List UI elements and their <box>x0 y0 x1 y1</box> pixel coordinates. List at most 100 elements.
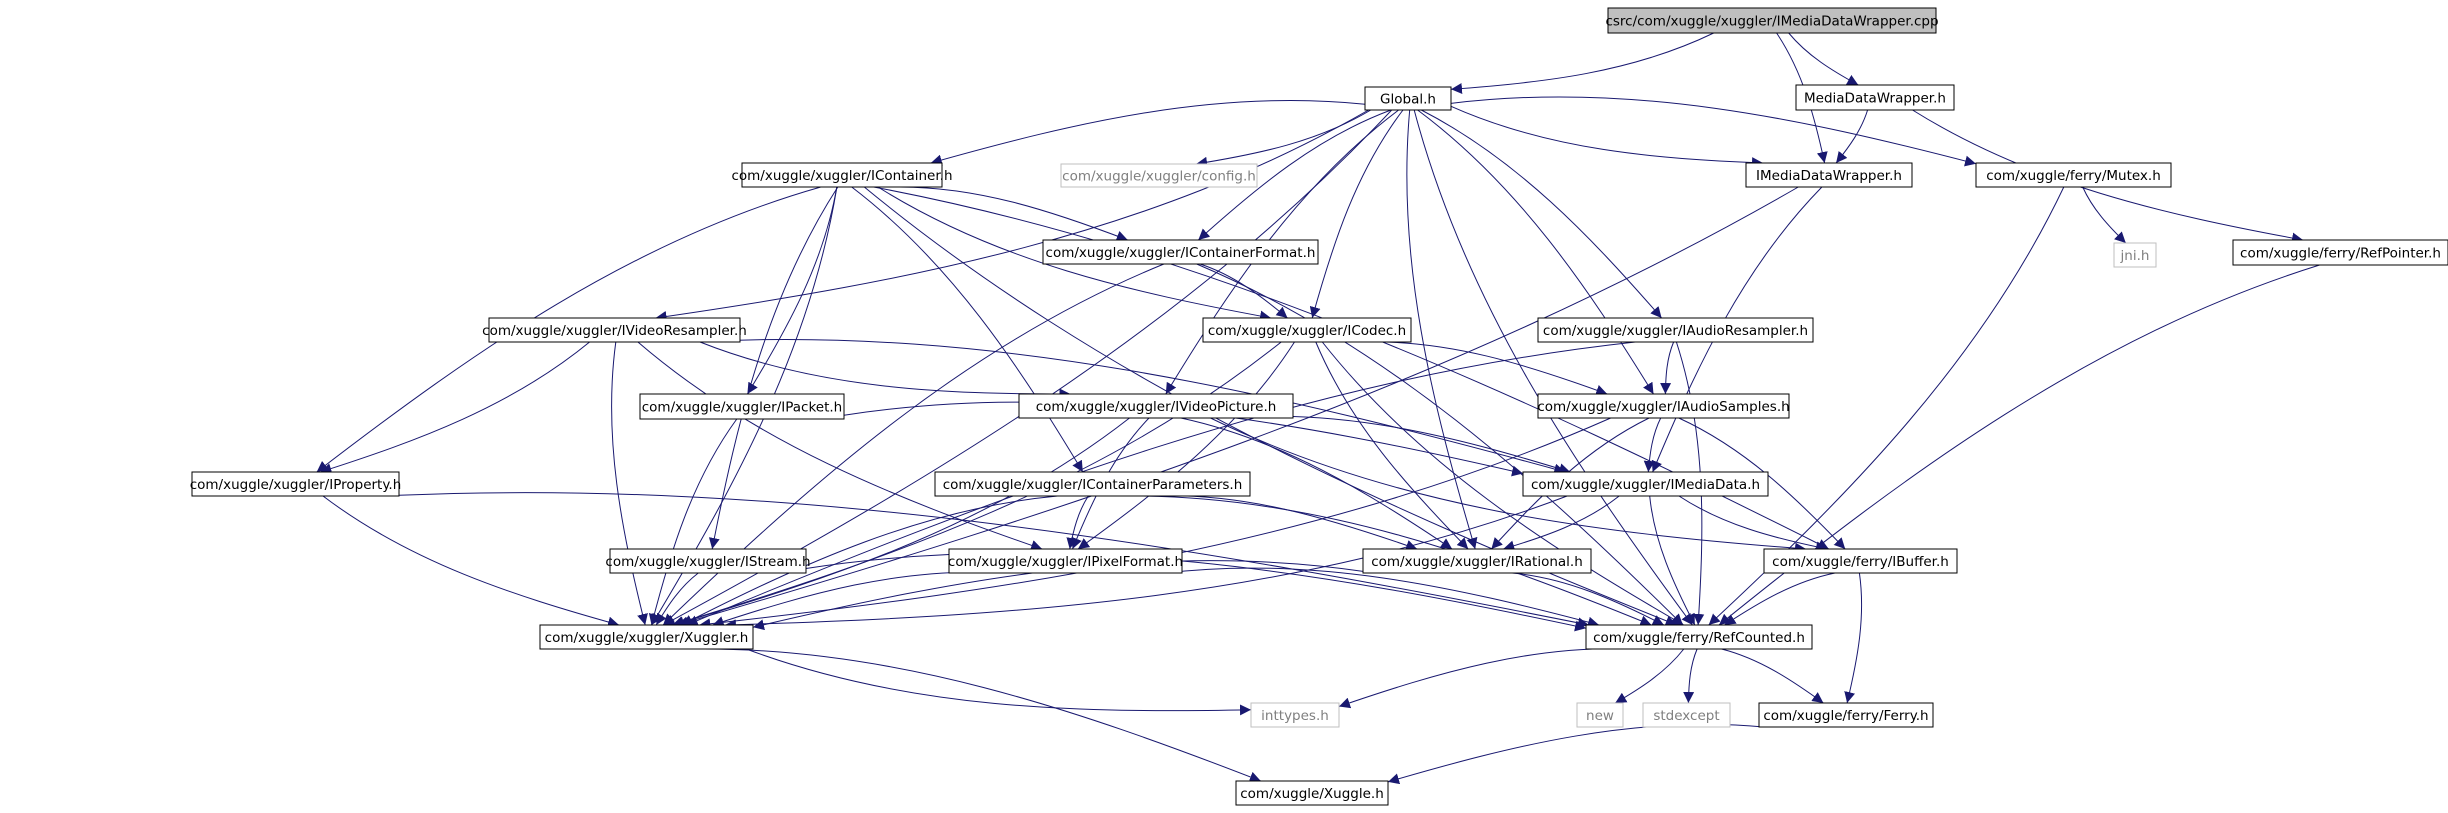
edge-ivp-to-irational <box>1180 417 1453 550</box>
node-iar-label: com/xuggle/xuggler/IAudioResampler.h <box>1543 323 1808 339</box>
node-iprop-label: com/xuggle/xuggler/IProperty.h <box>190 477 402 493</box>
edge-icp-to-xuggler <box>681 495 1058 626</box>
edge-root-to-global <box>1450 32 1714 95</box>
node-xuggle-box <box>1235 780 1389 806</box>
node-new-label: new <box>1586 708 1614 724</box>
edge-icodec-to-ipf <box>1077 341 1295 550</box>
node-ivp[interactable]: com/xuggle/xuggler/IVideoPicture.h <box>1018 393 1294 419</box>
node-mdw[interactable]: MediaDataWrapper.h <box>1795 84 1955 111</box>
node-irational-label: com/xuggle/xuggler/IRational.h <box>1371 554 1583 570</box>
node-imd[interactable]: com/xuggle/xuggler/IMediaData.h <box>1522 471 1769 497</box>
edge-istream-to-refcounted <box>805 552 1587 632</box>
edge-icontainer-to-istream <box>708 186 839 550</box>
edge-layer <box>316 32 2320 785</box>
node-refcounted[interactable]: com/xuggle/ferry/RefCounted.h <box>1585 624 1813 650</box>
node-ipacket[interactable]: com/xuggle/xuggler/IPacket.h <box>639 393 845 420</box>
node-xuggler-box <box>539 624 754 650</box>
node-imdw[interactable]: IMediaDataWrapper.h <box>1745 162 1913 188</box>
node-istream[interactable]: com/xuggle/xuggler/IStream.h <box>605 548 811 574</box>
node-mutex-box <box>1975 162 2172 188</box>
edge-global-to-mutex <box>1450 96 1977 167</box>
edge-iar-to-xuggler <box>686 341 1636 626</box>
node-mutex-label: com/xuggle/ferry/Mutex.h <box>1986 168 2161 184</box>
edge-icontainer-to-ipacket <box>746 186 838 395</box>
node-ipf[interactable]: com/xuggle/xuggler/IPixelFormat.h <box>948 548 1183 574</box>
edge-refcounted-to-ferry <box>1721 648 1824 704</box>
node-refptr[interactable]: com/xuggle/ferry/RefPointer.h <box>2232 239 2448 266</box>
node-icodec-label: com/xuggle/xuggler/ICodec.h <box>1208 323 1406 339</box>
node-iprop[interactable]: com/xuggle/xuggler/IProperty.h <box>190 471 402 497</box>
node-new: new <box>1576 702 1624 728</box>
edge-global-to-icf <box>1197 109 1392 241</box>
edge-icf-to-icodec <box>1199 263 1288 319</box>
node-ferry-box <box>1758 702 1934 728</box>
node-inttypes-label: inttypes.h <box>1261 708 1329 724</box>
edge-ias-to-xuggler <box>699 417 1611 630</box>
edge-icf-to-refcounted <box>1196 263 1684 626</box>
edge-mdw-to-refptr <box>1912 109 2304 244</box>
edge-global-to-ias <box>1417 109 1654 395</box>
node-new-box <box>1576 702 1624 728</box>
edge-mdw-to-imdw <box>1835 109 1869 164</box>
node-global-box <box>1364 86 1452 111</box>
edge-global-to-refcounted <box>1413 109 1693 626</box>
node-icontainer[interactable]: com/xuggle/xuggler/IContainer.h <box>731 162 953 188</box>
edge-global-to-icodec <box>1309 109 1404 319</box>
node-refcounted-box <box>1585 624 1813 650</box>
node-stdexcept-box <box>1642 702 1731 728</box>
edge-icontainer-to-icp <box>851 186 1084 473</box>
edge-icontainer-to-icodec <box>877 186 1272 322</box>
edge-ivr-to-iprop <box>320 341 590 474</box>
node-ferry[interactable]: com/xuggle/ferry/Ferry.h <box>1758 702 1934 728</box>
node-ipf-label: com/xuggle/xuggler/IPixelFormat.h <box>948 554 1183 570</box>
edge-icontainer-to-iprop <box>316 186 821 473</box>
node-xuggler-label: com/xuggle/xuggler/Xuggler.h <box>545 630 749 646</box>
node-icontainer-label: com/xuggle/xuggler/IContainer.h <box>731 168 952 184</box>
node-ivr-box <box>488 317 741 343</box>
node-icodec[interactable]: com/xuggle/xuggler/ICodec.h <box>1202 317 1412 343</box>
node-ivr[interactable]: com/xuggle/xuggler/IVideoResampler.h <box>482 317 747 343</box>
node-stdexcept: stdexcept <box>1642 702 1731 728</box>
node-ias-label: com/xuggle/xuggler/IAudioSamples.h <box>1537 399 1789 415</box>
edge-ipacket-to-xuggler <box>648 418 738 626</box>
node-ipacket-box <box>639 393 845 420</box>
edge-imd-to-refcounted <box>1649 495 1696 626</box>
node-icf[interactable]: com/xuggle/xuggler/IContainerFormat.h <box>1042 239 1319 265</box>
edge-irational-to-refcounted <box>1512 572 1665 626</box>
edge-global-to-irational <box>1406 109 1478 550</box>
node-global-label: Global.h <box>1380 92 1436 108</box>
node-icodec-box <box>1202 317 1412 343</box>
edge-icp-to-ipf <box>1066 495 1089 550</box>
edge-ivp-to-ibuffer <box>1210 417 1807 554</box>
node-iar[interactable]: com/xuggle/xuggler/IAudioResampler.h <box>1537 317 1814 343</box>
node-jni: jni.h <box>2113 242 2157 268</box>
edge-icodec-to-irational <box>1315 341 1469 550</box>
node-jni-box <box>2113 242 2157 268</box>
edge-istream-to-xuggler <box>655 572 699 626</box>
node-imdw-label: IMediaDataWrapper.h <box>1756 168 1902 184</box>
node-irational[interactable]: com/xuggle/xuggler/IRational.h <box>1362 548 1592 574</box>
node-ias-box <box>1537 393 1790 419</box>
node-xuggler[interactable]: com/xuggle/xuggler/Xuggler.h <box>539 624 754 650</box>
node-icp[interactable]: com/xuggle/xuggler/IContainerParameters.… <box>934 471 1251 497</box>
node-ibuffer[interactable]: com/xuggle/ferry/IBuffer.h <box>1763 548 1958 574</box>
node-config: com/xuggle/xuggler/config.h <box>1060 163 1258 188</box>
node-ias[interactable]: com/xuggle/xuggler/IAudioSamples.h <box>1537 393 1790 419</box>
node-root[interactable]: csrc/com/xuggle/xuggler/IMediaDataWrappe… <box>1605 7 1939 34</box>
node-xuggle-label: com/xuggle/Xuggle.h <box>1240 786 1384 802</box>
node-icf-box <box>1042 239 1319 265</box>
edge-global-to-iar <box>1421 109 1662 319</box>
node-ivp-box <box>1018 393 1294 419</box>
node-xuggle[interactable]: com/xuggle/Xuggle.h <box>1235 780 1389 806</box>
node-ibuffer-label: com/xuggle/ferry/IBuffer.h <box>1772 554 1949 570</box>
edge-imd-to-ibuffer <box>1678 495 1828 553</box>
node-global[interactable]: Global.h <box>1364 86 1452 111</box>
node-icp-label: com/xuggle/xuggler/IContainerParameters.… <box>943 477 1243 493</box>
node-ibuffer-box <box>1763 548 1958 574</box>
edge-refcounted-to-new <box>1614 648 1685 704</box>
edge-global-to-config <box>1196 109 1372 168</box>
node-mdw-label: MediaDataWrapper.h <box>1804 91 1946 107</box>
node-mutex[interactable]: com/xuggle/ferry/Mutex.h <box>1975 162 2172 188</box>
node-root-box <box>1607 7 1937 34</box>
edge-ivr-to-imd <box>694 339 1566 475</box>
